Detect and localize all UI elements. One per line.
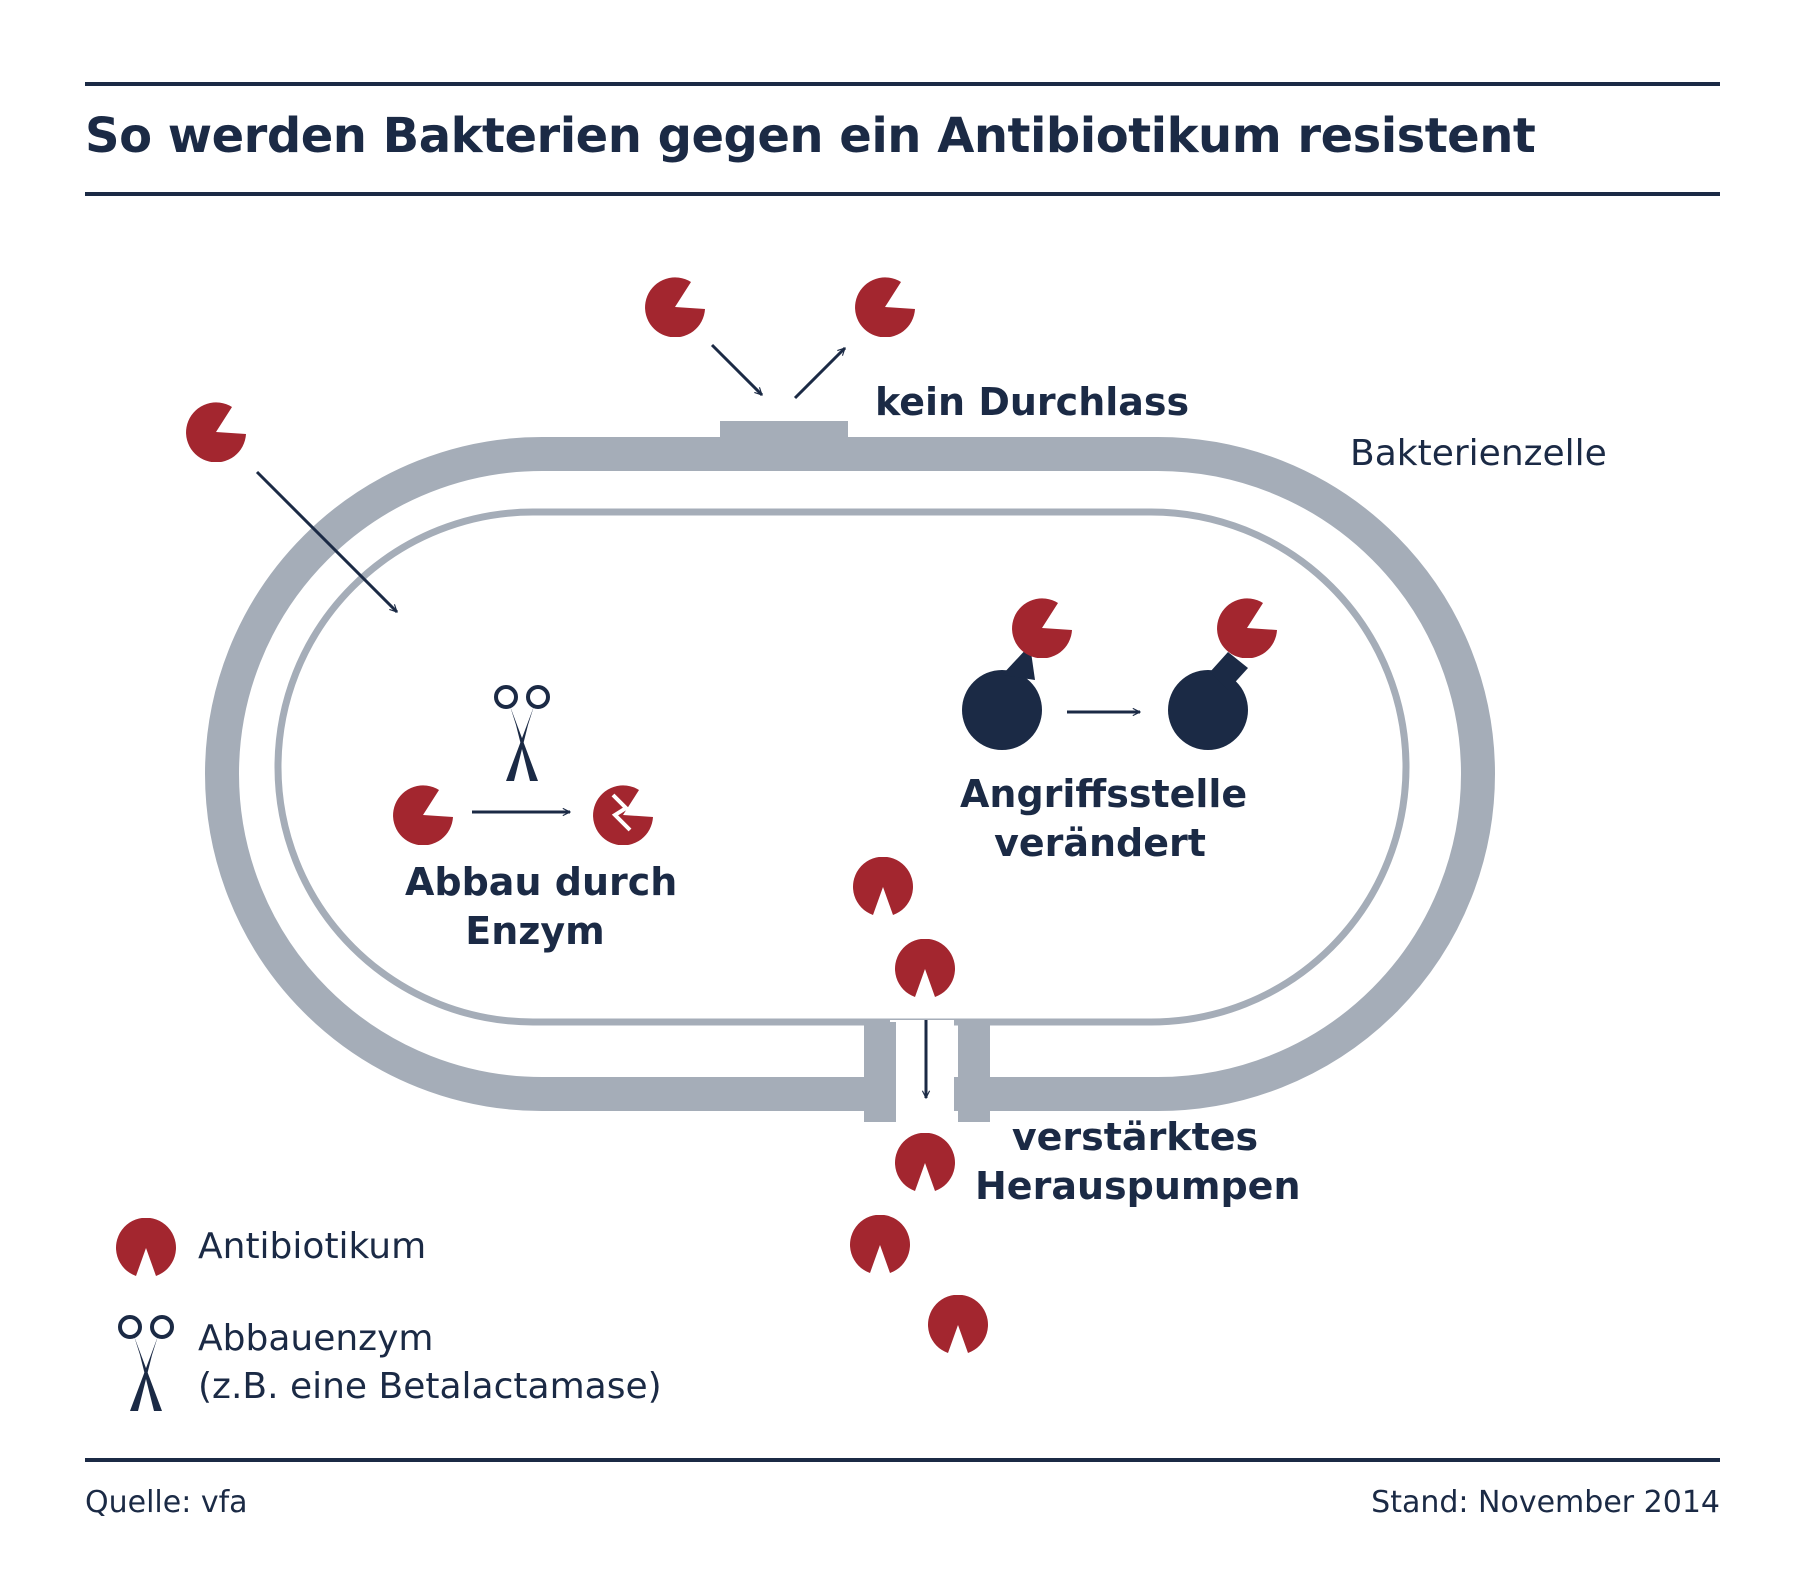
antibiotic-icon — [116, 1218, 176, 1276]
legend-enzyme-line1: Abbauenzym — [198, 1318, 434, 1359]
cell-wall — [205, 421, 1495, 1122]
label-pump: verstärktes Herauspumpen — [975, 1113, 1301, 1211]
top-rule — [85, 82, 1720, 86]
scissors-icon — [494, 685, 550, 783]
legend-antibiotic: Antibiotikum — [198, 1226, 427, 1267]
label-pump-line1: verstärktes — [1011, 1115, 1259, 1159]
pump-gap — [890, 1020, 954, 1120]
legend-enzyme-line2: (z.B. eine Betalactamase) — [198, 1366, 662, 1407]
broken-antibiotic-icon — [593, 785, 653, 845]
label-target-line2: verändert — [994, 821, 1206, 865]
footer-source: Quelle: vfa — [85, 1485, 248, 1520]
antibiotic-icon — [186, 402, 246, 462]
blocked-porin — [720, 421, 848, 449]
pump-left — [864, 1022, 896, 1122]
antibiotic-icon — [645, 277, 705, 337]
target-site-icon — [962, 645, 1042, 750]
arrow-icon — [255, 470, 399, 614]
arrow-icon — [793, 346, 847, 400]
footer-rule — [85, 1458, 1720, 1462]
antibiotic-icon — [855, 277, 915, 337]
antibiotic-icon — [1012, 598, 1072, 658]
antibiotic-icon — [850, 1215, 910, 1273]
title-rule — [85, 192, 1720, 196]
antibiotic-icon — [853, 857, 913, 915]
antibiotic-icon — [928, 1295, 988, 1353]
legend-enzyme: Abbauenzym (z.B. eine Betalactamase) — [198, 1315, 662, 1411]
label-target-line1: Angriffsstelle — [960, 772, 1248, 816]
label-no-passage: kein Durchlass — [875, 380, 1190, 424]
target-site-icon — [1168, 652, 1248, 750]
label-target: Angriffsstelle verändert — [960, 770, 1248, 868]
antibiotic-icon — [393, 785, 453, 845]
arrow-icon — [710, 343, 764, 397]
footer-date: Stand: November 2014 — [1371, 1485, 1720, 1520]
scissors-icon — [118, 1315, 174, 1413]
pump-right — [958, 1022, 990, 1122]
page-title: So werden Bakterien gegen ein Antibiotik… — [85, 108, 1536, 164]
antibiotic-icon — [895, 1133, 955, 1191]
label-enzyme-line2: Enzym — [465, 909, 605, 953]
label-cell: Bakterienzelle — [1350, 433, 1607, 474]
antibiotic-icon — [1217, 598, 1277, 658]
label-pump-line2: Herauspumpen — [975, 1164, 1301, 1208]
antibiotic-icon — [895, 939, 955, 997]
label-enzyme: Abbau durch Enzym — [405, 858, 678, 956]
label-enzyme-line1: Abbau durch — [405, 860, 678, 904]
